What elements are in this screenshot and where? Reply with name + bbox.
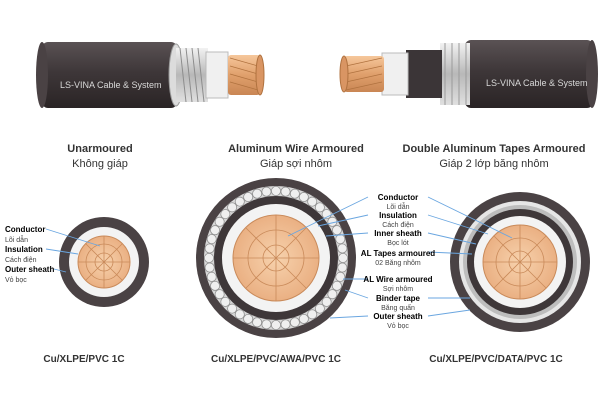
label-conductor-vi: Lõi dẫn <box>387 202 410 211</box>
caption-awa: Cu/XLPE/PVC/AWA/PVC 1C <box>211 354 341 365</box>
al-wire-strand <box>337 262 348 273</box>
al-wire-strand <box>204 262 215 273</box>
type-subtitle-data: Giáp 2 lớp băng nhôm <box>439 158 548 170</box>
label-al-tapes: AL Tapes armoured <box>361 249 436 258</box>
al-wire-strand <box>321 296 332 307</box>
captions: Cu/XLPE/PVC 1C Cu/XLPE/PVC/AWA/PVC 1C Cu… <box>43 354 562 365</box>
al-wire-strand <box>327 289 338 300</box>
al-wire-strand <box>206 234 217 245</box>
al-wire-strand <box>337 243 348 254</box>
al-wire-strand <box>252 188 263 199</box>
al-wire-strand <box>234 309 245 320</box>
al-wire-strand <box>227 202 238 213</box>
label-conductor: Conductor <box>378 193 418 202</box>
label-al-wire: AL Wire armoured <box>363 275 432 284</box>
left-cable-side-view: LS-VINA Cable & System <box>36 42 265 108</box>
caption-data: Cu/XLPE/PVC/DATA/PVC 1C <box>429 354 563 365</box>
al-wire-strand <box>335 271 346 282</box>
cs1-label-conductor-vi: Lõi dẫn <box>5 235 28 244</box>
cs1-leaders <box>45 228 101 273</box>
al-wire-strand <box>298 313 309 324</box>
right-cable-outer-sheath <box>465 40 593 108</box>
al-wire-strand <box>337 252 348 263</box>
al-wire-strand <box>314 303 325 314</box>
cs1-label-outer-sheath-vi: Vỏ bọc <box>5 276 27 284</box>
al-wire-strand <box>298 192 309 203</box>
label-al-wire-vi: Sợi nhôm <box>383 286 413 293</box>
right-cable-conductor <box>344 56 384 92</box>
center-labels: Conductor Lõi dẫn Insulation Cách điện I… <box>361 193 436 330</box>
al-wire-strand <box>210 225 221 236</box>
al-wire-strand <box>220 209 231 220</box>
right-cable-inner-sheath <box>406 50 442 98</box>
al-wire-strand <box>206 271 217 282</box>
cs1-label-conductor: Conductor <box>5 225 45 234</box>
al-wire-strand <box>214 289 225 300</box>
type-headings: Unarmoured Không giáp Aluminum Wire Armo… <box>67 143 585 170</box>
left-cable-print: LS-VINA Cable & System <box>60 80 162 90</box>
caption-unarmoured: Cu/XLPE/PVC 1C <box>43 354 124 365</box>
cs1-label-insulation: Insulation <box>5 245 43 254</box>
al-wire-strand <box>227 303 238 314</box>
cross-section-data <box>450 192 590 332</box>
right-cable-print: LS-VINA Cable & System <box>486 78 588 88</box>
al-wire-strand <box>335 234 346 245</box>
type-subtitle-unarmoured: Không giáp <box>72 158 128 170</box>
label-al-tapes-vi: 02 Băng nhôm <box>375 260 421 267</box>
al-wire-strand <box>331 225 342 236</box>
al-wire-strand <box>214 216 225 227</box>
al-wire-strand <box>289 188 300 199</box>
left-cable-insulation <box>205 51 229 99</box>
al-wire-strand <box>252 317 263 328</box>
type-title-awa: Aluminum Wire Armoured <box>228 143 364 155</box>
label-inner-sheath-vi: Bọc lót <box>387 240 408 247</box>
al-wire-strand <box>307 196 318 207</box>
type-subtitle-awa: Giáp sợi nhôm <box>260 158 332 170</box>
al-wire-strand <box>234 196 245 207</box>
cross-section-unarmoured <box>59 217 149 307</box>
label-insulation: Insulation <box>379 211 417 220</box>
al-wire-strand <box>289 317 300 328</box>
al-wire-strand <box>280 186 291 197</box>
al-wire-strand <box>210 280 221 291</box>
al-wire-strand <box>270 185 281 196</box>
al-wire-strand <box>261 186 272 197</box>
al-wire-strand <box>220 296 231 307</box>
label-insulation-vi: Cách điện <box>382 222 414 229</box>
al-wire-strand <box>314 202 325 213</box>
label-inner-sheath: Inner sheath <box>374 229 422 238</box>
al-wire-strand <box>261 319 272 330</box>
al-wire-strand <box>204 243 215 254</box>
left-cable-outer-sheath <box>42 42 177 108</box>
al-wire-strand <box>331 280 342 291</box>
al-wire-strand <box>280 319 291 330</box>
al-wire-strand <box>243 192 254 203</box>
left-cable-conductor <box>228 55 260 95</box>
cs1-label-outer-sheath: Outer sheath <box>5 265 54 274</box>
al-wire-strand <box>270 319 281 330</box>
cs1-labels: Conductor Lõi dẫn Insulation Cách điện O… <box>5 225 54 284</box>
cs2-al-wire-armour <box>203 185 348 330</box>
cross-section-awa <box>196 178 356 338</box>
al-wire-strand <box>203 252 214 263</box>
al-wire-strand <box>307 309 318 320</box>
al-wire-strand <box>243 313 254 324</box>
type-title-data: Double Aluminum Tapes Armoured <box>403 143 586 155</box>
label-binder-tape: Binder tape <box>376 294 421 303</box>
center-leaders <box>287 196 513 319</box>
right-cable-side-view: LS-VINA Cable & System <box>339 40 598 108</box>
label-outer-sheath-vi: Vỏ bọc <box>387 322 409 330</box>
label-outer-sheath: Outer sheath <box>373 312 422 321</box>
right-cable-insulation <box>381 52 409 96</box>
label-binder-tape-vi: Băng quấn <box>381 303 415 312</box>
left-cable-end <box>36 42 48 108</box>
type-title-unarmoured: Unarmoured <box>67 143 132 155</box>
cs1-label-insulation-vi: Cách điện <box>5 257 37 264</box>
